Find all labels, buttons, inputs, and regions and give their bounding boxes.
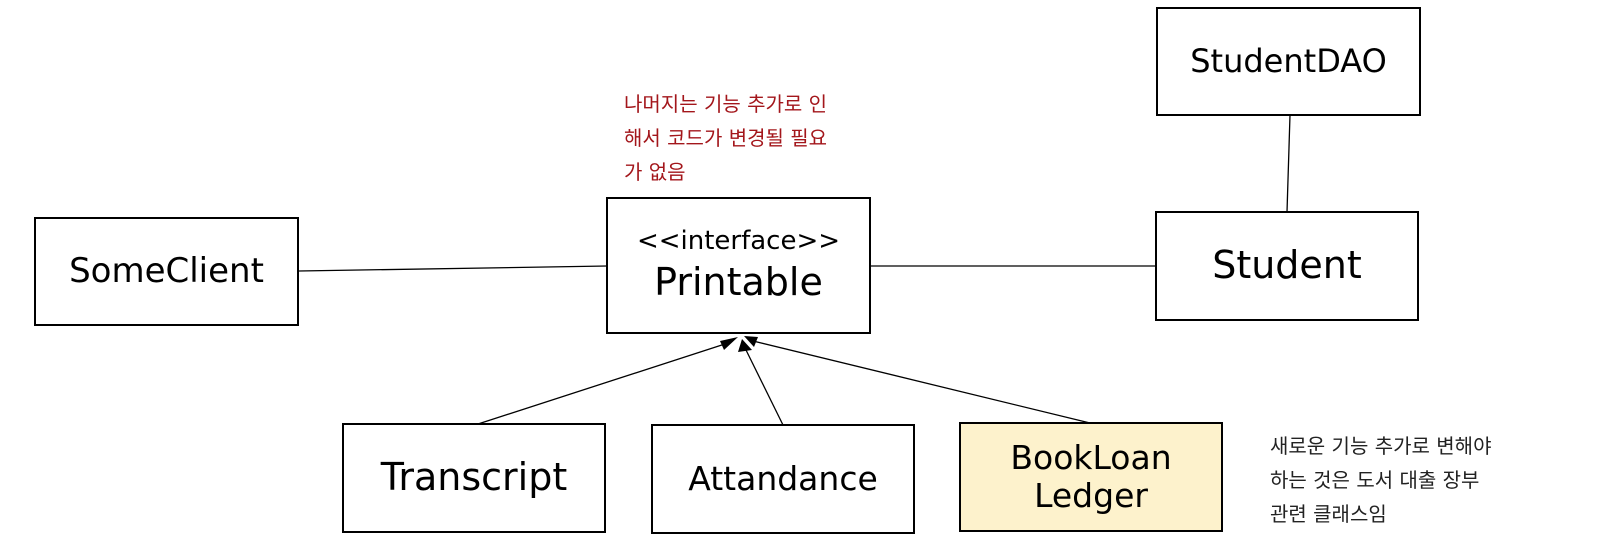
- note-right-line-3: 관련 클래스임: [1270, 502, 1387, 526]
- arrowhead-attendance: [738, 339, 752, 352]
- arrowhead-ledger: [744, 336, 758, 347]
- note-ledger-changes: 새로운 기능 추가로 변해야 하는 것은 도서 대출 장부 관련 클래스임: [1270, 429, 1491, 531]
- someclient-class-box[interactable]: SomeClient: [34, 217, 299, 326]
- printable-interface-box[interactable]: <<interface>> Printable: [606, 197, 871, 334]
- note-top-line-2: 해서 코드가 변경될 필요: [624, 126, 828, 150]
- edge-ledger-printable: [752, 340, 1091, 424]
- edge-student-studentdao: [1286, 114, 1291, 213]
- bookloan-ledger-line2: Ledger: [1034, 476, 1148, 515]
- note-top-line-1: 나머지는 기능 추가로 인: [624, 92, 828, 116]
- someclient-label: SomeClient: [69, 250, 264, 291]
- bookloan-ledger-class-box[interactable]: BookLoan Ledger: [959, 422, 1223, 532]
- note-top-line-3: 가 없음: [624, 160, 686, 184]
- edge-attendance-printable: [745, 349, 784, 426]
- printable-stereotype: <<interface>>: [636, 225, 841, 256]
- attendance-label: Attandance: [688, 459, 878, 499]
- studentdao-class-box[interactable]: StudentDAO: [1156, 7, 1421, 116]
- note-right-line-1: 새로운 기능 추가로 변해야: [1270, 434, 1492, 458]
- edge-transcript-printable: [477, 342, 729, 425]
- note-no-change-needed: 나머지는 기능 추가로 인 해서 코드가 변경될 필요 가 없음: [624, 87, 827, 189]
- printable-label: Printable: [654, 259, 823, 304]
- arrowhead-transcript: [720, 337, 738, 350]
- transcript-label: Transcript: [380, 455, 568, 500]
- note-right-line-2: 하는 것은 도서 대출 장부: [1270, 468, 1480, 492]
- studentdao-label: StudentDAO: [1190, 42, 1387, 81]
- student-class-box[interactable]: Student: [1155, 211, 1419, 321]
- attendance-class-box[interactable]: Attandance: [651, 424, 915, 534]
- edge-someclient-printable: [298, 265, 608, 272]
- bookloan-ledger-line1: BookLoan: [1010, 438, 1172, 478]
- transcript-class-box[interactable]: Transcript: [342, 423, 606, 533]
- student-label: Student: [1212, 243, 1362, 288]
